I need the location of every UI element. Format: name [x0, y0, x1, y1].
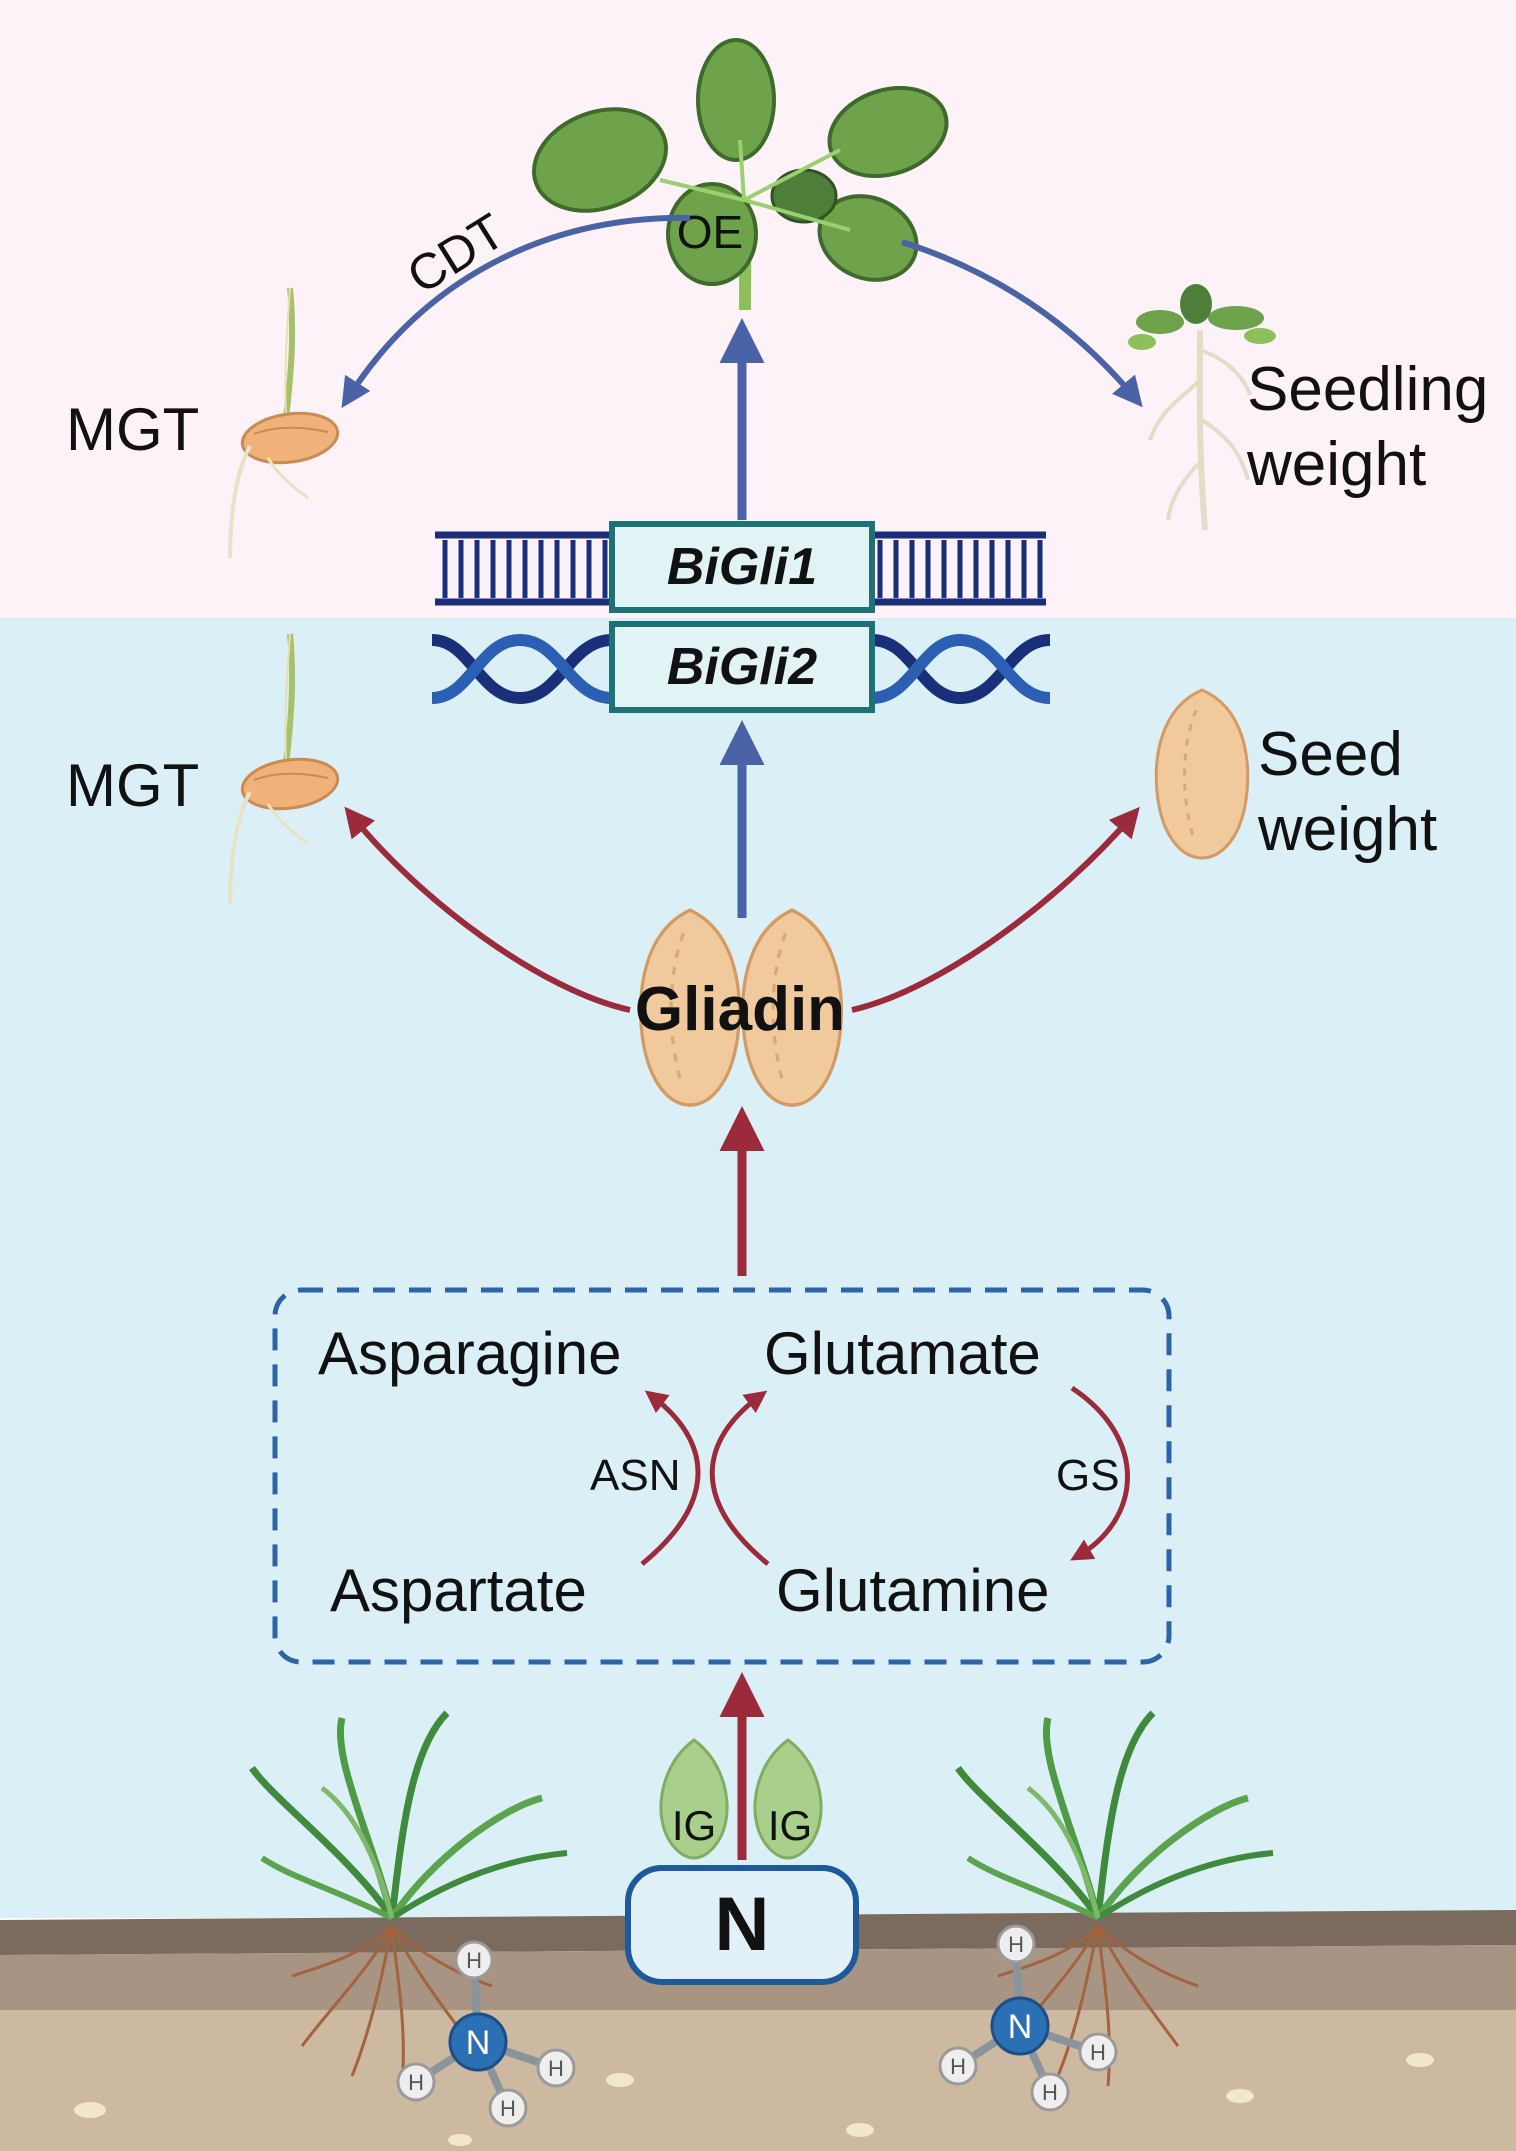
seed-weight-label-line1: Seed [1258, 720, 1403, 789]
ig-left-label: IG [672, 1802, 716, 1849]
arrow-cdt-to-mgt [341, 214, 691, 409]
arrow-aspartate-to-asparagine [640, 1390, 701, 1566]
seed-weight-label-line2: weight [1257, 795, 1437, 864]
gene-label-bigli2: BiGli2 [667, 638, 817, 696]
gs-label: GS [1056, 1451, 1120, 1500]
ig-right-label: IG [768, 1802, 812, 1849]
rosette-plant-icon [532, 38, 949, 311]
gene-label-bigli1: BiGli1 [667, 538, 817, 596]
ammonia-molecule-icon-right: N H H H H [938, 1924, 1118, 2112]
gene-box-bigli1 [609, 521, 875, 613]
mgt-top-label: MGT [66, 396, 199, 463]
svg-text:N: N [1008, 2008, 1033, 2046]
dna-ladder-icon [435, 531, 1046, 606]
ammonia-molecule-icon-left: N H H H H [396, 1940, 576, 2128]
arrow-to-seedling-weight [901, 239, 1143, 408]
seedling-weight-label-line2: weight [1246, 430, 1426, 499]
seedling-weight-label-line1: Seedling [1247, 355, 1488, 424]
svg-text:H: H [500, 2096, 516, 2121]
gene-box-bigli2 [609, 621, 875, 713]
seedling-icon [1128, 284, 1276, 531]
svg-text:H: H [548, 2056, 564, 2081]
arrow-gliadin-to-mgt [344, 806, 631, 1013]
gliadin-label: Gliadin [635, 975, 845, 1044]
svg-text:N: N [466, 2024, 491, 2062]
arrow-glutamine-to-glutamate [709, 1390, 770, 1566]
svg-text:H: H [950, 2054, 966, 2079]
glutamine-label: Glutamine [776, 1557, 1049, 1624]
svg-text:H: H [1042, 2080, 1058, 2105]
amino-acid-pathway-box [272, 1287, 1172, 1665]
nitrogen-label: N [715, 1882, 770, 1967]
nitrogen-box [625, 1865, 859, 1985]
oe-label: OE [677, 206, 743, 258]
glutamate-label: Glutamate [764, 1320, 1041, 1387]
asparagine-label: Asparagine [318, 1320, 622, 1387]
arrow-gliadin-to-seed-weight [851, 806, 1140, 1013]
asn-label: ASN [590, 1451, 680, 1500]
mgt-mid-label: MGT [66, 752, 199, 819]
svg-text:H: H [1090, 2040, 1106, 2065]
svg-text:H: H [1008, 1932, 1024, 1957]
arrow-glutamate-to-glutamine [1070, 1385, 1130, 1561]
svg-text:H: H [466, 1948, 482, 1973]
svg-text:H: H [408, 2070, 424, 2095]
ig-seed-right-icon [753, 1738, 823, 1860]
dna-helix-icon [431, 633, 1051, 705]
aspartate-label: Aspartate [330, 1557, 587, 1624]
ig-seed-left-icon [659, 1738, 729, 1860]
